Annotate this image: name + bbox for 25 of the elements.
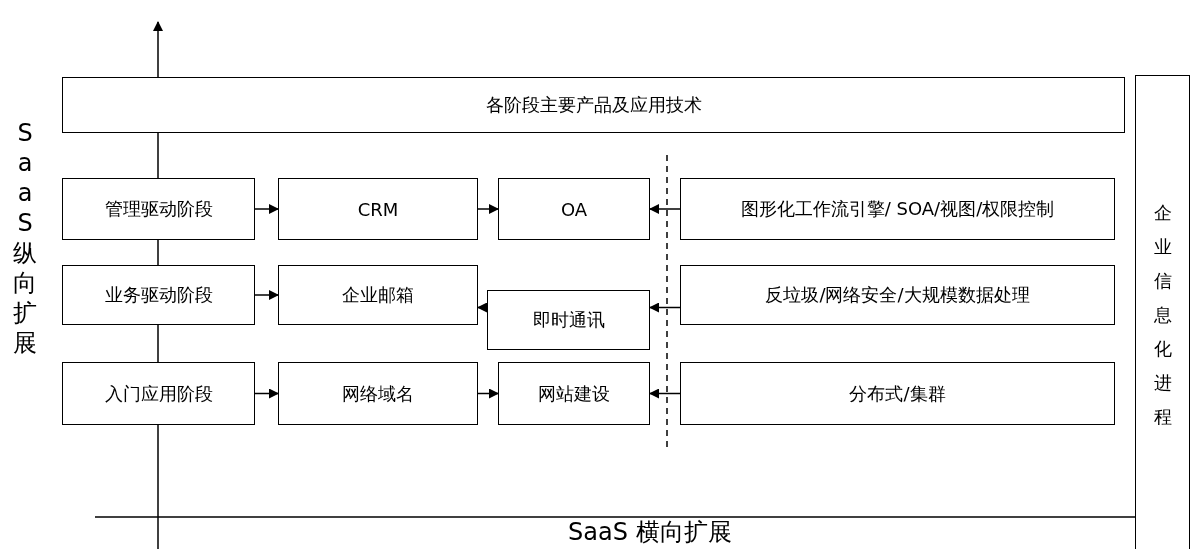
axis-label: SaaS 横向扩展 xyxy=(568,517,732,548)
axis-label: SaaS 纵向扩展 xyxy=(12,118,38,358)
arrow xyxy=(649,204,681,214)
stage-box: 反垃圾/网络安全/大规模数据处理 xyxy=(680,265,1115,325)
header-box: 各阶段主要产品及应用技术 xyxy=(62,77,1125,133)
stage-box: 管理驱动阶段 xyxy=(62,178,255,240)
stage-box: 分布式/集群 xyxy=(680,362,1115,425)
stage-box: 业务驱动阶段 xyxy=(62,265,255,325)
arrow xyxy=(477,302,488,313)
stage-box: 图形化工作流引擎/ SOA/视图/权限控制 xyxy=(680,178,1115,240)
process-band: 企业信息化进程 xyxy=(1135,75,1190,549)
arrow xyxy=(254,388,279,399)
arrow xyxy=(649,302,681,313)
arrow xyxy=(649,388,681,399)
stage-box: CRM xyxy=(278,178,478,240)
arrow xyxy=(477,388,499,399)
stage-box: OA xyxy=(498,178,650,240)
stage-box: 网站建设 xyxy=(498,362,650,425)
arrow xyxy=(254,204,279,214)
stage-box: 入门应用阶段 xyxy=(62,362,255,425)
arrow xyxy=(254,290,279,300)
stage-box: 即时通讯 xyxy=(487,290,650,350)
stage-box: 网络域名 xyxy=(278,362,478,425)
stage-box: 企业邮箱 xyxy=(278,265,478,325)
arrow xyxy=(477,204,499,214)
